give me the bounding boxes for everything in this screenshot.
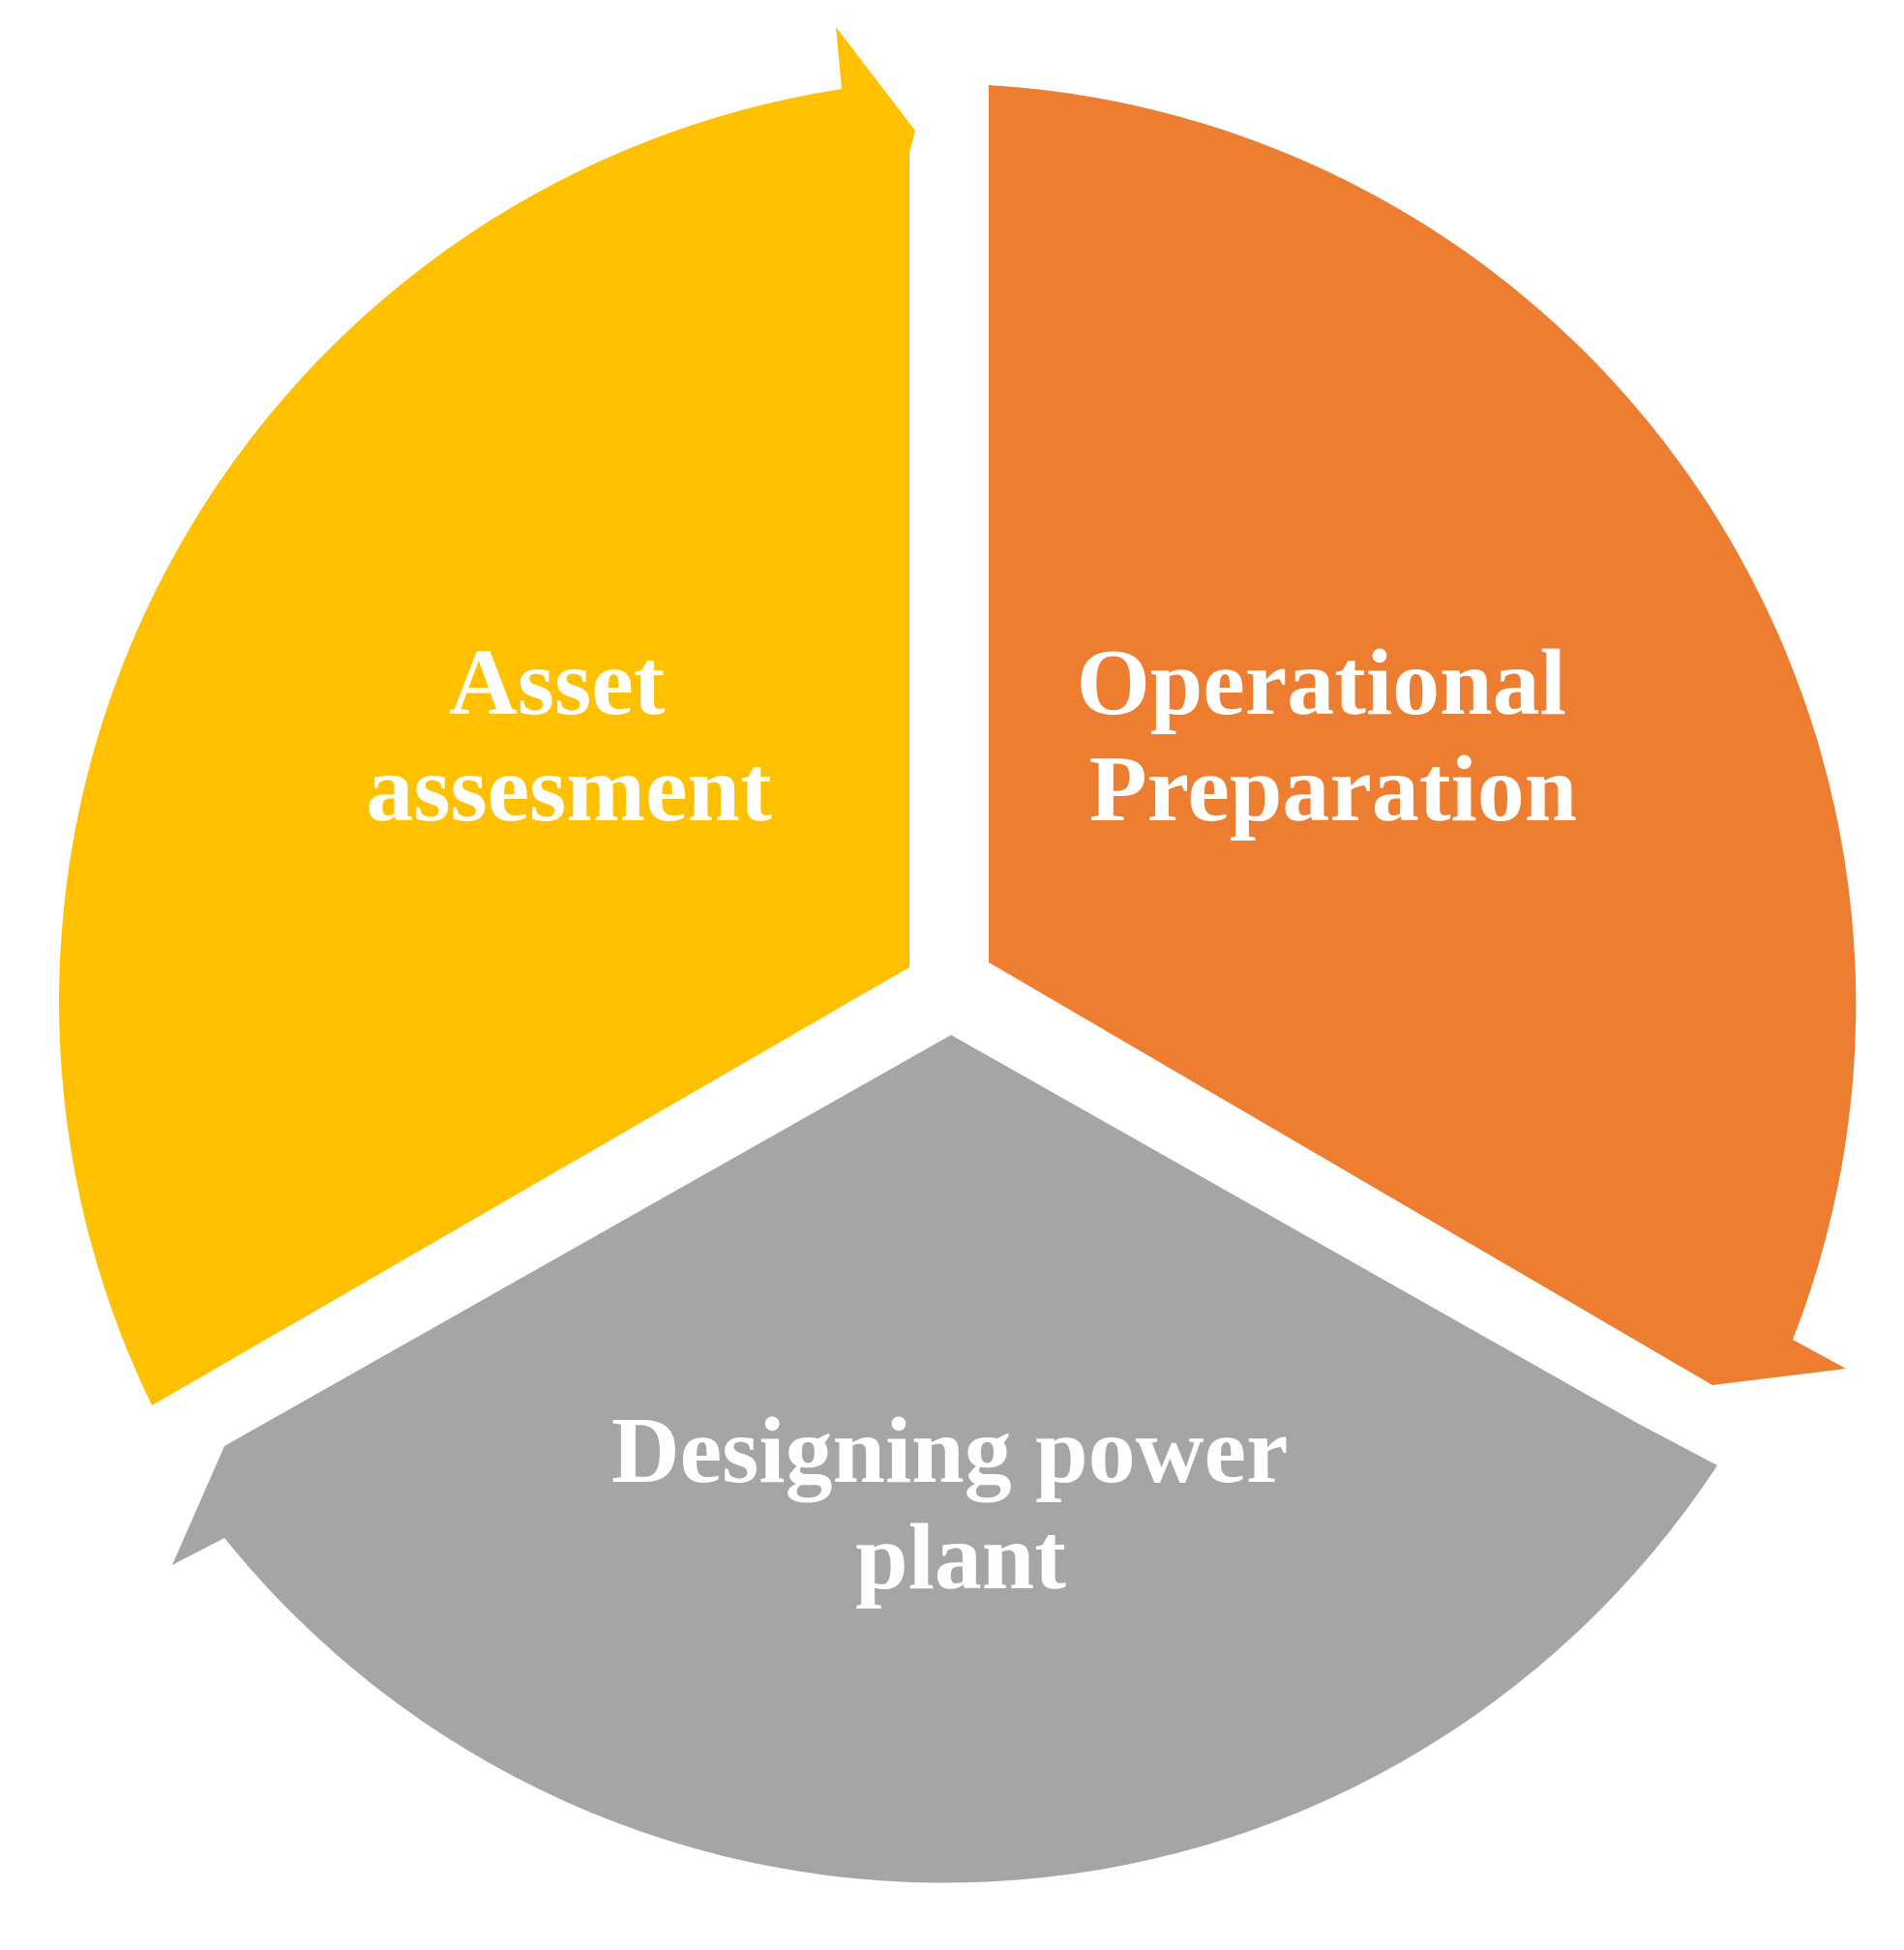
segment-operational-preparation: Operational Preparation — [989, 85, 1857, 1385]
segment-designing-label-line1: Designing power — [611, 1399, 1287, 1503]
segment-designing-power-plant: Designing power plant — [172, 1035, 1717, 1883]
segment-asset-label: Asset assesment — [366, 631, 772, 842]
segment-operational-shape — [989, 85, 1857, 1385]
segment-asset-label-line2: assesment — [366, 737, 772, 842]
segment-asset-shape — [59, 27, 915, 1405]
segment-designing-shape — [172, 1035, 1717, 1883]
segment-operational-label-line1: Operational — [1077, 631, 1566, 735]
segment-designing-label: Designing power plant — [611, 1399, 1310, 1610]
segment-operational-label-line2: Preparation — [1089, 737, 1577, 842]
segment-operational-label: Operational Preparation — [1077, 631, 1591, 842]
segment-asset-assesment: Asset assesment — [59, 27, 915, 1405]
segment-asset-label-line1: Asset — [449, 631, 666, 735]
segment-designing-label-line2: plant — [855, 1505, 1066, 1610]
